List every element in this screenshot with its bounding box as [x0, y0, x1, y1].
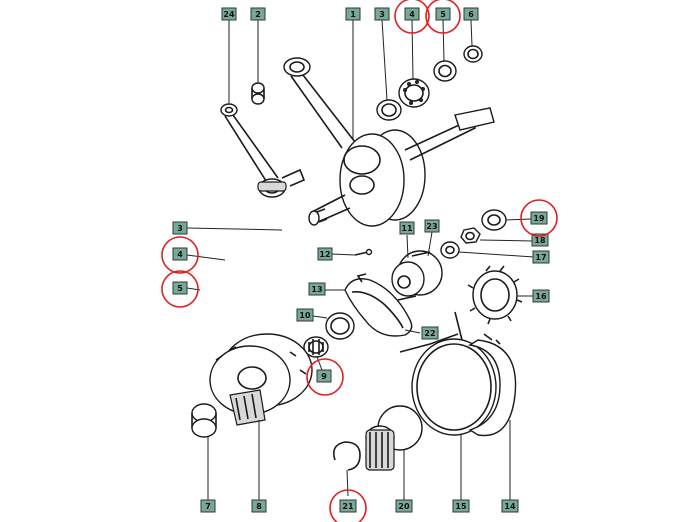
label-2: 2	[250, 7, 266, 21]
part-15-ring	[411, 338, 497, 436]
label-4-upper: 4	[404, 7, 420, 21]
label-22-text: 22	[424, 329, 435, 338]
label-3-lower-text: 3	[177, 224, 183, 233]
label-17: 17	[532, 250, 550, 264]
label-5-lower: 5	[172, 281, 188, 295]
label-24-text: 24	[223, 10, 235, 19]
part-9-needle-bearing	[303, 336, 329, 358]
label-11: 11	[399, 221, 415, 235]
highlight-label-9	[306, 358, 344, 396]
label-5-lower-text: 5	[177, 284, 183, 293]
label-3-lower: 3	[172, 221, 188, 235]
part-22-dimension	[399, 311, 463, 353]
label-16-text: 16	[535, 292, 547, 301]
label-1: 1	[345, 7, 361, 21]
highlight-circles	[161, 0, 558, 522]
label-23-text: 23	[426, 222, 437, 231]
part-13-clutch-shoe	[344, 273, 413, 337]
part-7-bushing	[191, 403, 217, 438]
part-16-lock-washer	[467, 265, 523, 325]
part-14-drum	[468, 333, 517, 437]
label-15: 15	[452, 499, 470, 513]
part-11-clutch-hub	[391, 250, 443, 301]
label-7-text: 7	[205, 502, 211, 511]
part-10-ring	[325, 312, 355, 340]
part-21-circlip	[332, 441, 361, 471]
label-9: 9	[316, 369, 332, 383]
label-11-text: 11	[401, 224, 413, 233]
part-1-crankshaft	[283, 57, 495, 227]
label-1-text: 1	[350, 10, 356, 19]
label-19: 19	[530, 211, 548, 225]
label-15-text: 15	[455, 502, 467, 511]
label-4-lower-text: 4	[177, 250, 183, 259]
label-21-text: 21	[342, 502, 354, 511]
label-14: 14	[501, 499, 519, 513]
highlight-label-5-lower	[161, 270, 199, 308]
part-3-seal-upper	[376, 99, 402, 121]
part-5-oil-seal-upper	[433, 60, 457, 82]
part-2-bushing	[251, 82, 265, 105]
label-4-upper-text: 4	[409, 10, 415, 19]
label-7: 7	[200, 499, 216, 513]
label-10: 10	[296, 308, 314, 322]
part-6-ring	[463, 45, 483, 63]
label-8: 8	[251, 499, 267, 513]
label-8-text: 8	[256, 502, 262, 511]
label-22: 22	[421, 326, 439, 340]
label-5-upper-text: 5	[440, 10, 446, 19]
label-23: 23	[424, 219, 440, 233]
label-20-text: 20	[398, 502, 410, 511]
label-2-text: 2	[255, 10, 261, 19]
label-10-text: 10	[299, 311, 311, 320]
label-24: 24	[221, 7, 237, 21]
label-18: 18	[531, 233, 549, 247]
label-4-lower: 4	[172, 247, 188, 261]
label-17-text: 17	[535, 253, 546, 262]
highlight-label-19	[520, 199, 558, 237]
highlight-label-5-upper	[425, 0, 461, 34]
label-6-text: 6	[468, 10, 474, 19]
part-12-screw	[354, 248, 373, 256]
label-12: 12	[317, 247, 333, 261]
label-12-text: 12	[319, 250, 330, 259]
highlight-label-21	[329, 489, 367, 522]
part-20-pinion	[365, 405, 423, 471]
label-9-text: 9	[321, 372, 327, 381]
leader-lines	[186, 19, 535, 500]
part-labels: 24 2 1 3 4 5 6 19 18 17 16 3 4 5 12 11 2…	[172, 7, 550, 513]
part-24-connecting-rod-small	[220, 103, 306, 198]
label-14-text: 14	[504, 502, 516, 511]
label-3-upper-text: 3	[379, 10, 385, 19]
label-5-upper: 5	[435, 7, 451, 21]
label-20: 20	[395, 499, 413, 513]
part-18-nut	[460, 227, 481, 244]
label-3-upper: 3	[374, 7, 390, 21]
part-19-bearing	[481, 209, 507, 231]
part-17-washer	[440, 241, 460, 259]
label-6: 6	[463, 7, 479, 21]
label-13-text: 13	[311, 285, 322, 294]
highlight-label-4-upper	[394, 0, 430, 34]
part-8-clutch-bell	[209, 333, 313, 426]
label-21: 21	[339, 499, 357, 513]
label-16: 16	[532, 289, 550, 303]
part-4-bearing-upper	[398, 78, 430, 108]
highlight-label-4-lower	[161, 236, 199, 274]
label-19-text: 19	[533, 214, 545, 223]
label-13: 13	[308, 282, 326, 296]
label-18-text: 18	[534, 236, 546, 245]
